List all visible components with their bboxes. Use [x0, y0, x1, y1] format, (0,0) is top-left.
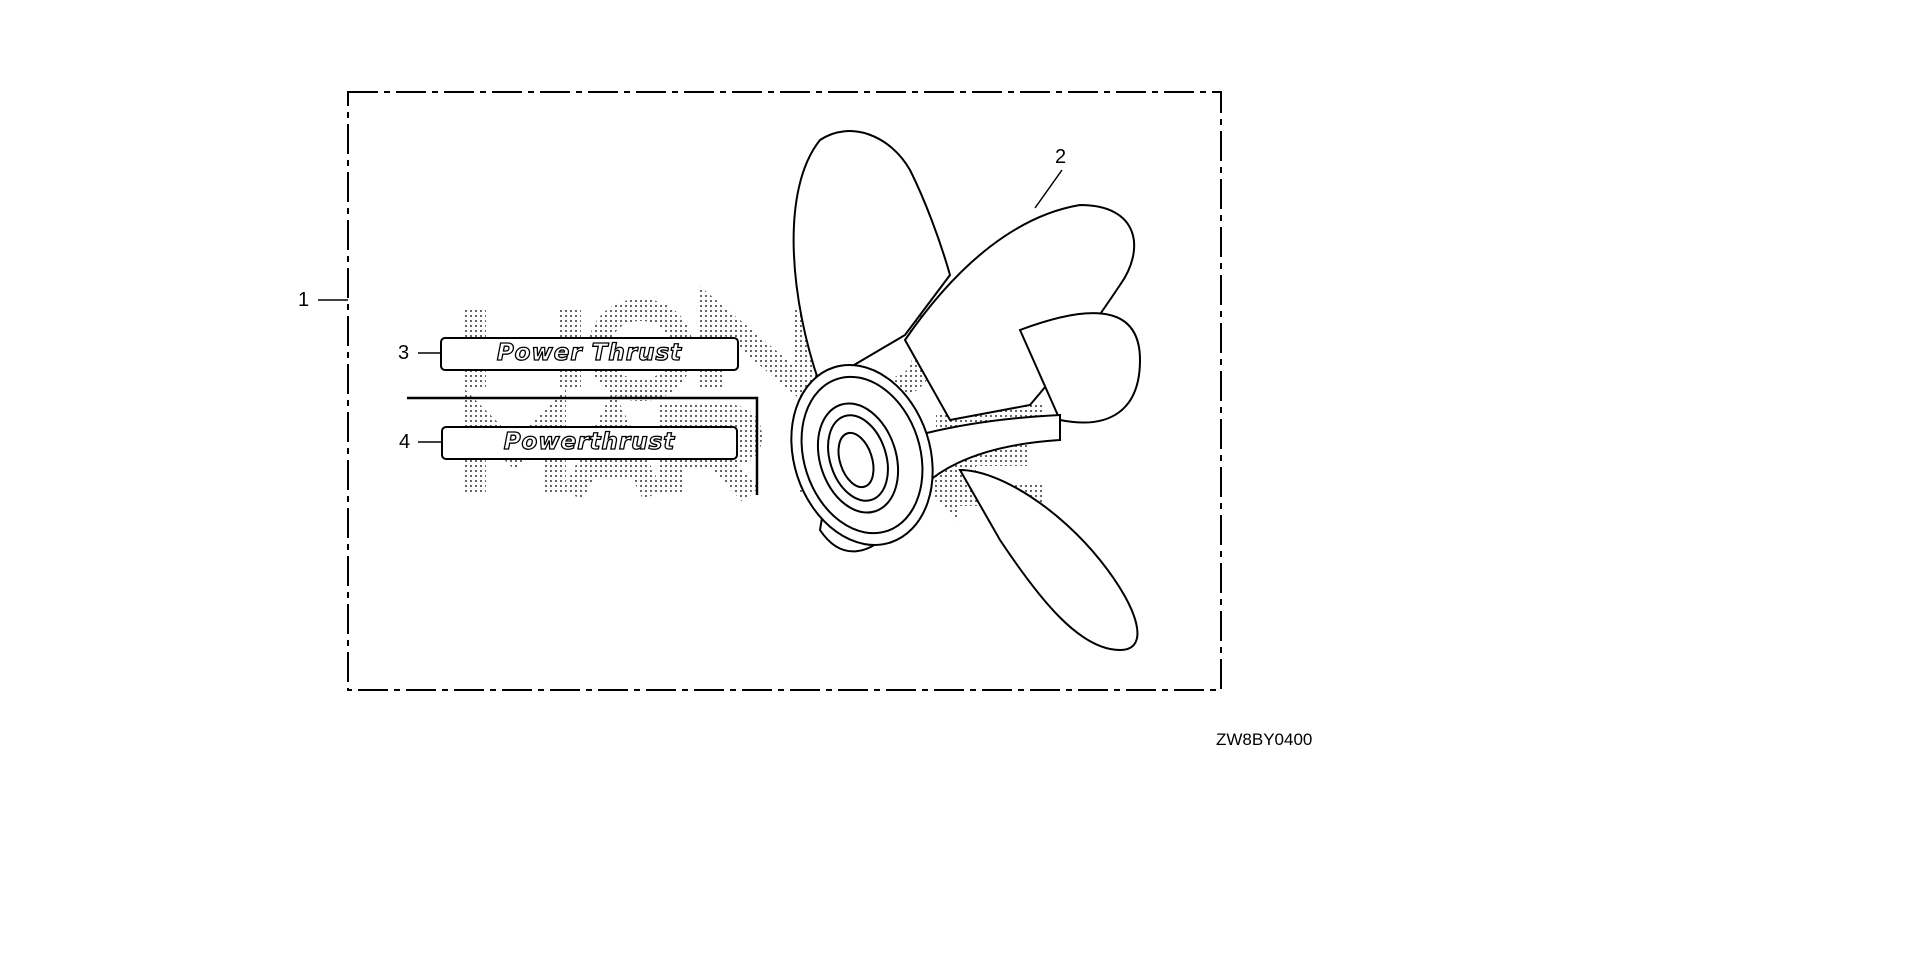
- diagram-code: ZW8BY0400: [1216, 730, 1313, 749]
- leader-line-2: [1034, 169, 1063, 209]
- kit-frame: [347, 91, 1222, 691]
- decal-text: Power Thrust: [496, 339, 683, 366]
- callout-2: 2: [1055, 146, 1067, 168]
- power-thrust-decal: Power Thrust: [440, 337, 739, 371]
- propeller: [790, 130, 1142, 652]
- decal-text: Powerthrust: [503, 428, 676, 455]
- callout-3: 3: [398, 342, 410, 364]
- callout-1: 1: [298, 289, 310, 311]
- callout-4: 4: [399, 431, 411, 453]
- group-bracket: [407, 396, 759, 495]
- powerthrust-decal: Powerthrust: [441, 426, 738, 460]
